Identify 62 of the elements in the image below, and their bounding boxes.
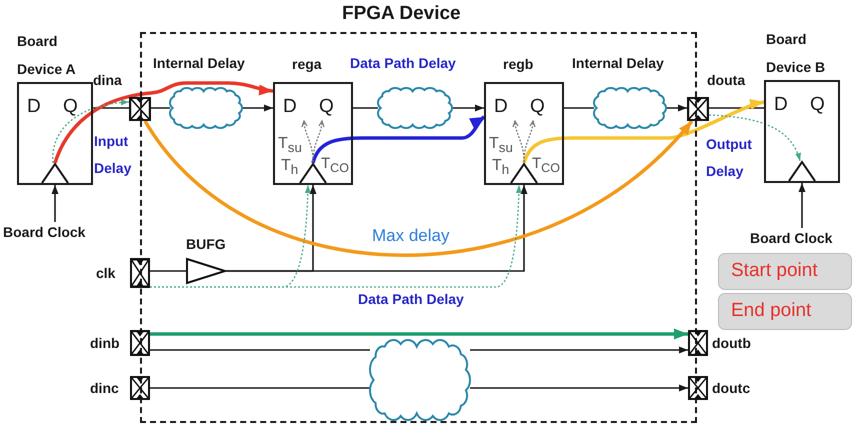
point-tag: End point: [718, 293, 852, 330]
signal-arrow: [798, 183, 806, 228]
port-label: Q: [530, 96, 545, 118]
boundary-title: FPGA Device: [342, 2, 461, 26]
signal-arrow: [470, 346, 688, 354]
signal-wire: [93, 107, 129, 109]
delay-label: Internal Delay: [572, 54, 664, 72]
port-label: D: [283, 96, 297, 118]
signal-wire: [150, 349, 370, 351]
delay-annotation: Input Delay: [94, 132, 132, 178]
timing-path-arrow: [522, 100, 764, 164]
buffer-label: BUFG: [186, 235, 226, 253]
timing-parameter: T$_{h}$: [492, 156, 510, 180]
signal-arrow: [242, 104, 273, 112]
signal-arrow: [52, 185, 58, 222]
pin-label: doutc: [712, 379, 750, 397]
port-label: D: [27, 96, 41, 118]
signal-arrow: [452, 104, 484, 112]
clock-source-label: Board Clock: [750, 228, 850, 248]
clock-path-arrow: [150, 184, 522, 288]
pin-label: dinb: [90, 334, 120, 352]
signal-wire: [564, 107, 594, 109]
timing-path-arrow: [144, 120, 694, 257]
signal-arrow: [666, 104, 687, 112]
pin-label: douta: [707, 71, 746, 89]
timing-path-arrow: [150, 328, 688, 340]
device-label: Board Device A: [17, 32, 77, 79]
pin-label: doutb: [712, 334, 751, 352]
signal-wire: [151, 107, 170, 109]
signal-arrow: [470, 384, 688, 392]
signal-wire: [150, 387, 370, 389]
pin-label: dinc: [90, 379, 119, 397]
timing-parameter: T$_{CO}$: [532, 155, 560, 177]
register-label: rega: [292, 55, 322, 73]
timing-parameter: T$_{h}$: [281, 156, 298, 180]
signal-wire: [353, 107, 378, 109]
timing-parameter: T$_{su}$: [489, 134, 513, 158]
signal-wire: [709, 107, 764, 109]
pin-label: dina: [93, 71, 122, 89]
timing-path-arrow: [311, 116, 486, 164]
pin-label: clk: [96, 264, 116, 282]
delay-label: Data Path Delay: [350, 54, 456, 72]
register-label: regb: [503, 55, 534, 73]
clock-source-label: Board Clock: [3, 222, 103, 242]
signal-wire: [150, 270, 186, 272]
port-label: Q: [810, 94, 825, 116]
delay-annotation: Max delay: [372, 226, 450, 246]
port-label: D: [774, 94, 788, 116]
delay-label: Internal Delay: [153, 54, 245, 72]
timing-parameter: T$_{su}$: [278, 134, 302, 158]
port-label: Q: [63, 96, 78, 118]
port-label: Q: [319, 96, 334, 118]
device-label: Board Device B: [766, 30, 826, 77]
signal-arrow: [226, 185, 528, 272]
delay-label: Data Path Delay: [358, 290, 464, 308]
timing-parameter: T$_{CO}$: [321, 155, 349, 177]
point-tag: Start point: [718, 253, 852, 290]
timing-path-arrow: [53, 81, 274, 164]
delay-annotation: Output Delay: [706, 135, 753, 181]
clock-path-arrow: [708, 114, 801, 162]
port-label: D: [494, 96, 508, 118]
clock-path-arrow: [52, 100, 130, 163]
